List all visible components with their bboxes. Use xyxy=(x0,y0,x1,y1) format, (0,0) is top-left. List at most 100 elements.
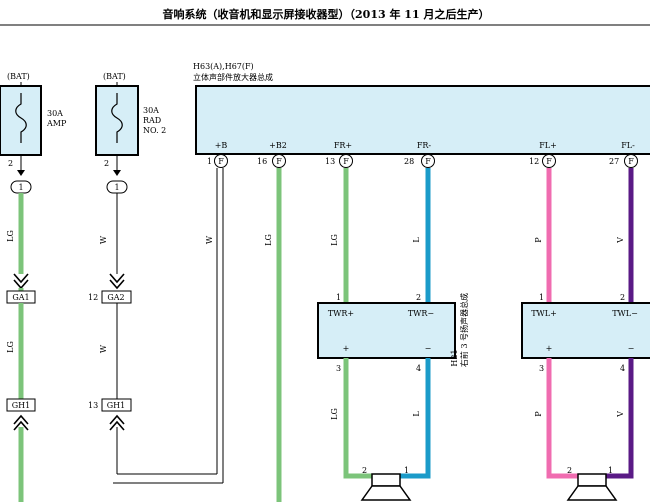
speaker-right-name: 右前 3 号扬声器总成 xyxy=(459,293,469,367)
connector-gh1-b xyxy=(101,398,132,412)
wire-label-lg-2: LG xyxy=(6,341,15,353)
wire-label-w-2: W xyxy=(99,344,108,353)
speaker-right-icon xyxy=(360,473,412,501)
fuse2-rating: 30A xyxy=(143,106,159,115)
fuse1-name: AMP xyxy=(46,119,67,128)
connector-gh1-a xyxy=(6,398,36,412)
fuse1-pin: 2 xyxy=(8,159,13,168)
fuse1-rating: 30A xyxy=(47,109,63,118)
speaker-right-plus-label: TWR+ xyxy=(328,309,354,318)
connector-gh1-a-label: GH1 xyxy=(12,401,30,410)
terminal-b2-conn xyxy=(272,154,286,168)
terminal-b2-name: +B2 xyxy=(269,141,287,150)
speaker-left-sign-plus: + xyxy=(546,344,553,353)
wire-v-fl-minus-b xyxy=(606,358,634,479)
terminal-b-plus-pin: 1 xyxy=(207,157,212,166)
terminal-fr-minus-pin: 28 xyxy=(404,157,414,166)
speaker-left-plus-label: TWL+ xyxy=(531,309,557,318)
connector-ga2-label: GA2 xyxy=(107,293,124,302)
spk-l-pin-bot-1: 3 xyxy=(539,364,544,373)
terminal-fr-minus-name: FR- xyxy=(417,141,432,150)
speaker-right-sign-plus: + xyxy=(343,344,350,353)
terminal-fl-plus-conn xyxy=(542,154,556,168)
wire-label-w-3: W xyxy=(205,235,214,244)
terminal-fl-plus-pin: 12 xyxy=(529,157,539,166)
fuse2-node-label: 1 xyxy=(114,183,119,192)
speaker-right-code: H21 xyxy=(450,349,459,366)
terminal-b2-conn-label: F xyxy=(276,157,282,166)
terminal-b2-pin: 16 xyxy=(257,157,267,166)
fuse2-supply: (BAT) xyxy=(103,72,126,81)
wire-label-p-2: P xyxy=(534,411,543,417)
fuse2-arrow xyxy=(113,170,121,176)
spk-r-pin-top-2: 2 xyxy=(416,293,421,302)
speaker-left-icon xyxy=(566,473,618,501)
wire-label-v-1: V xyxy=(616,237,625,244)
connector-chevron-up-2 xyxy=(109,414,125,431)
diagram-title: 音响系统（收音机和显示屏接收器型）（2013 年 11 月之后生产） xyxy=(163,7,490,21)
fuse2-name-line2: NO. 2 xyxy=(143,126,166,135)
terminal-fr-minus-conn xyxy=(421,154,435,168)
speaker-right-minus-label: TWR− xyxy=(408,309,434,318)
spk-r-pin-bot-1: 3 xyxy=(336,364,341,373)
wire-label-lg-1: LG xyxy=(6,230,15,242)
terminal-b-plus-conn xyxy=(214,154,228,168)
wire-label-lg-3: LG xyxy=(264,234,273,246)
connector-ga1-label: GA1 xyxy=(12,293,29,302)
speaker-right-sign-minus: − xyxy=(425,344,432,353)
spk-l-pin-top-2: 2 xyxy=(620,293,625,302)
terminal-fr-plus-conn xyxy=(339,154,353,168)
terminal-fr-plus-conn-label: F xyxy=(343,157,349,166)
connector-ga2-pin: 12 xyxy=(88,293,98,302)
speaker-left-minus-label: TWL− xyxy=(612,309,638,318)
amplifier-code: H63(A),H67(F) xyxy=(193,62,254,71)
terminal-fl-minus-conn xyxy=(624,154,638,168)
spk-l-pin-top-1: 1 xyxy=(539,293,544,302)
spk-r-conn-pin-1: 2 xyxy=(362,466,367,475)
spk-l-pin-bot-2: 4 xyxy=(620,364,625,373)
wire-label-l-2: L xyxy=(412,411,421,417)
speaker-right-box xyxy=(317,302,456,359)
speaker-left-box xyxy=(521,302,650,359)
connector-chevron-down-2 xyxy=(109,273,125,290)
wire-label-p-1: P xyxy=(534,237,543,243)
fuse1-symbol xyxy=(15,93,27,143)
spk-l-conn-pin-2: 1 xyxy=(608,466,613,475)
fuse1-arrow xyxy=(17,170,25,176)
terminal-fl-minus-pin: 27 xyxy=(609,157,619,166)
connector-chevron-down-1 xyxy=(13,273,29,290)
terminal-fl-plus-conn-label: F xyxy=(546,157,552,166)
connector-gh1-b-pin: 13 xyxy=(88,401,98,410)
terminal-fl-plus-name: FL+ xyxy=(539,141,557,150)
terminal-b-plus-name: +B xyxy=(215,141,228,150)
terminal-fr-plus-name: FR+ xyxy=(334,141,352,150)
fuse2-symbol xyxy=(111,93,123,143)
terminal-fr-plus-pin: 13 xyxy=(325,157,335,166)
spk-r-conn-pin-2: 1 xyxy=(404,466,409,475)
wire-label-l-1: L xyxy=(412,237,421,243)
wire-label-v-2: V xyxy=(616,411,625,418)
terminal-fl-minus-name: FL- xyxy=(621,141,635,150)
connector-chevron-up-1 xyxy=(13,414,29,431)
wire-label-lg-4: LG xyxy=(330,234,339,246)
spk-r-pin-bot-2: 4 xyxy=(416,364,421,373)
terminal-fl-minus-conn-label: F xyxy=(628,157,634,166)
terminal-fr-minus-conn-label: F xyxy=(425,157,431,166)
fuse2-name-line1: RAD xyxy=(143,116,161,125)
amplifier-name: 立体声部件放大器总成 xyxy=(193,72,273,82)
fuse1-supply: (BAT) xyxy=(7,72,30,81)
wire-l-fr-minus-b xyxy=(400,358,431,479)
fuse2-pin: 2 xyxy=(104,159,109,168)
spk-r-pin-top-1: 1 xyxy=(336,293,341,302)
wire-label-lg-5: LG xyxy=(330,408,339,420)
amplifier-box xyxy=(195,85,650,155)
wire-label-w-1: W xyxy=(99,235,108,244)
spk-l-conn-pin-1: 2 xyxy=(567,466,572,475)
speaker-left-sign-minus: − xyxy=(628,344,635,353)
wire-p-fl-plus-b xyxy=(546,358,578,479)
wire-lg-fr-plus-b xyxy=(343,358,372,479)
connector-gh1-b-label: GH1 xyxy=(107,401,125,410)
terminal-b-plus-conn-label: F xyxy=(218,157,224,166)
fuse1-node-label: 1 xyxy=(18,183,23,192)
